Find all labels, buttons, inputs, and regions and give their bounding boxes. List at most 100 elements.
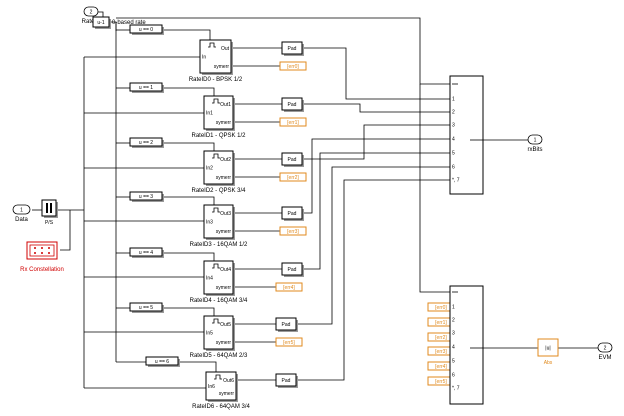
outport-rxbits-label: rxBits xyxy=(528,147,543,153)
demod-subsystem-name: RateID0 - BPSK 1/2 xyxy=(189,77,243,83)
goto-tags: [err0] [err1] [err2] [err3] [err4] [err5] xyxy=(275,61,307,347)
demod-symerr-port-label: symerr xyxy=(216,175,232,181)
switch-port-label: *, 7 xyxy=(452,178,460,184)
outport-rxbits-number: 1 xyxy=(534,138,537,144)
rate-offset-annotation: 0-based rate xyxy=(112,20,146,26)
demod-in-port-label: In6 xyxy=(208,384,215,390)
from-tag-label: [err0] xyxy=(435,305,447,311)
pad-label: Pad xyxy=(288,102,297,108)
switch-port-label: 1 xyxy=(452,97,455,103)
pad-label: Pad xyxy=(288,46,297,52)
ps-block: P/S xyxy=(41,199,58,226)
rate-offset-block: u-1 0-based rate xyxy=(92,16,146,29)
demod-subsystem-name: RateID3 - 16QAM 1/2 xyxy=(190,242,248,248)
outport-evm-number: 2 xyxy=(604,346,607,352)
demod-out-port-label: Out xyxy=(221,46,230,52)
rate-compare-block: u == 5 xyxy=(129,302,164,313)
demod-in-port-label: In2 xyxy=(206,166,213,172)
demod-out-port-label: Out4 xyxy=(220,267,231,273)
pad-label: Pad xyxy=(288,267,297,273)
switch-port-label: 6 xyxy=(452,373,455,379)
rate-compare-label: u == 0 xyxy=(139,27,153,33)
from-tag-label: [err3] xyxy=(435,349,447,355)
goto-tag-label: [err0] xyxy=(287,64,299,70)
rate-compare-label: u == 2 xyxy=(139,140,153,146)
switch-port-label: 3 xyxy=(452,123,455,129)
goto-tag-label: [err5] xyxy=(283,340,295,346)
outport-evm: 2 EVM xyxy=(597,342,613,361)
goto-tag: [err2] xyxy=(279,172,307,182)
goto-tag: [err0] xyxy=(279,61,307,71)
inport-rateid: 2 RateID xyxy=(82,6,101,25)
from-tag-label: [err1] xyxy=(435,320,447,326)
demod-in-port-label: In3 xyxy=(206,220,213,226)
rate-compare-block: u == 4 xyxy=(129,247,164,258)
inport-data: 1 Data xyxy=(12,204,31,223)
inport-data-label: Data xyxy=(15,217,28,223)
demod-subsystem-name: RateID6 - 64QAM 3/4 xyxy=(192,404,250,410)
goto-tag: [err3] xyxy=(279,226,307,236)
pad-block: Pad xyxy=(281,97,304,112)
goto-tag-label: [err4] xyxy=(283,285,295,291)
switch-port-label: 4 xyxy=(452,345,455,351)
demod-in-port-label: In5 xyxy=(206,331,213,337)
rate-compare-block: u == 2 xyxy=(129,137,164,148)
from-tag-label: [err5] xyxy=(435,379,447,385)
rate-compare-block: u == 6 xyxy=(145,356,180,367)
rate-compare-blocks: u == 0 u == 1 u == 2 u == 3 u == 4 u == 5 u ==… xyxy=(129,24,180,367)
demod-subsystem-name: RateID5 - 64QAM 2/3 xyxy=(190,353,248,359)
demod-symerr-port-label: symerr xyxy=(216,340,232,346)
goto-tag: [err1] xyxy=(279,117,307,127)
from-tag-label: [err2] xyxy=(435,335,447,341)
rate-compare-label: u == 5 xyxy=(139,305,153,311)
goto-tag: [err4] xyxy=(275,282,303,292)
demod-out-port-label: Out1 xyxy=(220,102,231,108)
rate-compare-block: u == 3 xyxy=(129,191,164,202)
demod-in-port-label: In1 xyxy=(206,111,213,117)
pad-label: Pad xyxy=(288,211,297,217)
pad-block: Pad xyxy=(281,152,304,167)
inport-data-number: 1 xyxy=(20,208,23,214)
switch-port-label: 1 xyxy=(452,305,455,311)
pad-label: Pad xyxy=(282,378,291,384)
rx-constellation-label: Rx Constellation xyxy=(20,267,64,273)
pad-label: Pad xyxy=(282,322,291,328)
demod-symerr-port-label: symerr xyxy=(219,391,235,397)
demod-symerr-port-label: symerr xyxy=(216,285,232,291)
goto-tag-label: [err2] xyxy=(287,175,299,181)
demod-out-port-label: Out2 xyxy=(220,157,231,163)
demod-in-port-label: In4 xyxy=(206,276,213,282)
pad-block: Pad xyxy=(281,262,304,277)
rate-compare-label: u == 6 xyxy=(155,359,169,365)
rate-compare-block: u == 0 xyxy=(129,24,164,35)
pad-block: Pad xyxy=(281,206,304,221)
rate-compare-label: u == 1 xyxy=(139,85,153,91)
demod-symerr-port-label: symerr xyxy=(216,120,232,126)
abs-label: Abs xyxy=(544,360,553,366)
demod-out-port-label: Out6 xyxy=(223,378,234,384)
demod-subsystem-name: RateID1 - QPSK 1/2 xyxy=(191,133,246,139)
pad-label: Pad xyxy=(288,157,297,163)
demod-symerr-port-label: symerr xyxy=(216,229,232,235)
demod-out-port-label: Out5 xyxy=(220,322,231,328)
demod-symerr-port-label: symerr xyxy=(214,64,230,70)
demod-subsystem-name: RateID2 - QPSK 3/4 xyxy=(191,188,246,194)
switch-port-label: 2 xyxy=(452,110,455,116)
rate-compare-label: u == 3 xyxy=(139,194,153,200)
pad-block: Pad xyxy=(275,317,298,332)
inport-rateid-label: RateID xyxy=(82,19,101,25)
rx-constellation-scope: Rx Constellation xyxy=(20,241,64,273)
signal-wires xyxy=(32,11,598,397)
switch-port-label: 6 xyxy=(452,165,455,171)
switch-port-label: 5 xyxy=(452,359,455,365)
demod-subsystem-name: RateID4 - 16QAM 3/4 xyxy=(190,298,248,304)
pad-block: Pad xyxy=(281,41,304,56)
